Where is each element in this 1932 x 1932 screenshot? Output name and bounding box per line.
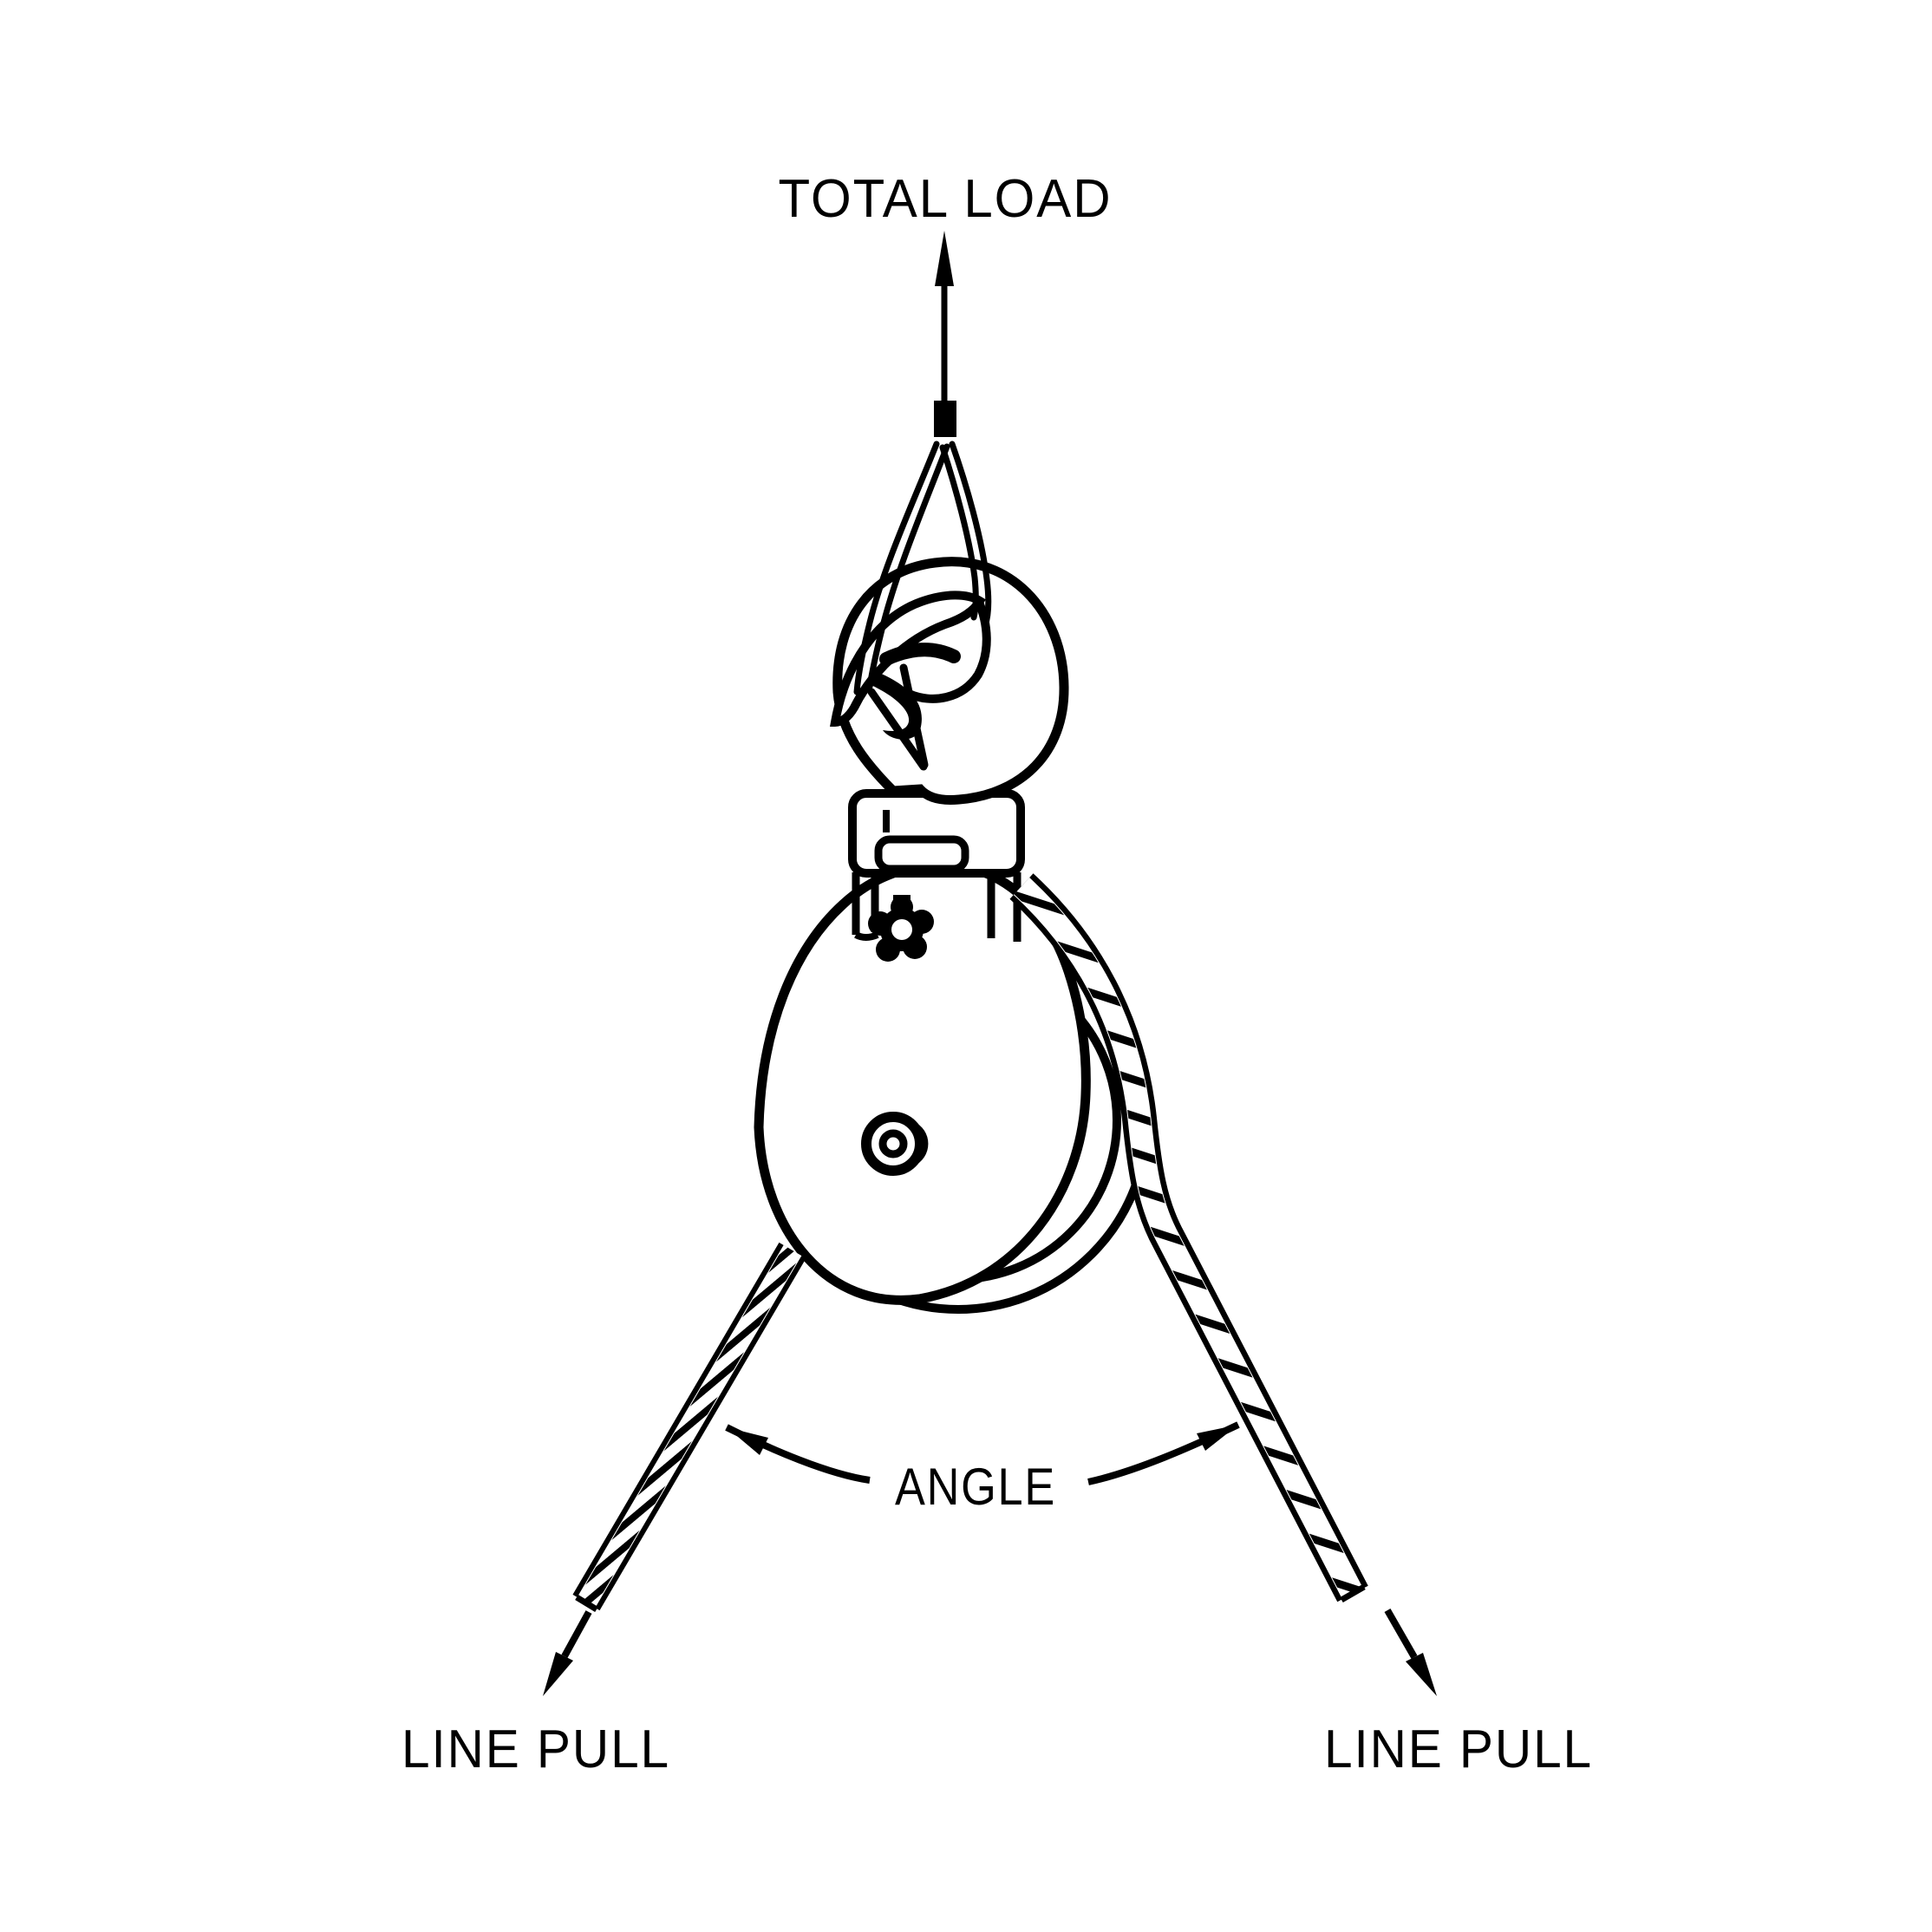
- line-pull-right-label: LINE PULL: [1324, 1720, 1593, 1779]
- up-arrow-icon: [935, 231, 954, 286]
- rope-strands: [1014, 878, 1363, 1599]
- nut-center-hole: [891, 919, 912, 940]
- saddle-shadow: [879, 643, 961, 666]
- rope-end-strand: [1340, 1583, 1366, 1603]
- hook: [830, 557, 1069, 805]
- down-left-arrow-icon: [543, 1652, 573, 1696]
- axle-pin-hole: [878, 1129, 908, 1159]
- axle-pin: [861, 1112, 929, 1176]
- side-plate: [754, 859, 1091, 1305]
- rope-strands: [578, 1245, 801, 1608]
- rope-seizing: [934, 401, 956, 437]
- wire-rope-left: [572, 1242, 806, 1612]
- total-load-label: TOTAL LOAD: [779, 169, 1113, 229]
- line-pull-left-label: LINE PULL: [401, 1720, 670, 1779]
- arrow-shaft: [1384, 1609, 1418, 1659]
- leader-left-arrowhead-icon: [727, 1427, 768, 1455]
- line-pull-right: LINE PULL: [1324, 1609, 1593, 1779]
- bowl-shadow: [867, 669, 922, 740]
- swivel-bracket: [848, 789, 1025, 942]
- angle-annotation: ANGLE: [725, 1421, 1240, 1516]
- line-pull-left: LINE PULL: [401, 1610, 670, 1779]
- bracket-slot: [874, 835, 969, 873]
- rope-end-strand: [575, 1595, 598, 1612]
- wire-rope-right: [1009, 873, 1368, 1603]
- arrow-shaft: [561, 1610, 592, 1658]
- down-right-arrow-icon: [1406, 1653, 1437, 1696]
- load-line: [934, 231, 956, 437]
- axle-pin-boss-edge: [911, 1121, 929, 1166]
- bearing-nut: [868, 895, 934, 962]
- angle-label: ANGLE: [895, 1458, 1056, 1516]
- latch-line: [867, 688, 928, 771]
- leader-right-arrowhead-icon: [1197, 1425, 1238, 1451]
- rope-thimble: [853, 441, 992, 695]
